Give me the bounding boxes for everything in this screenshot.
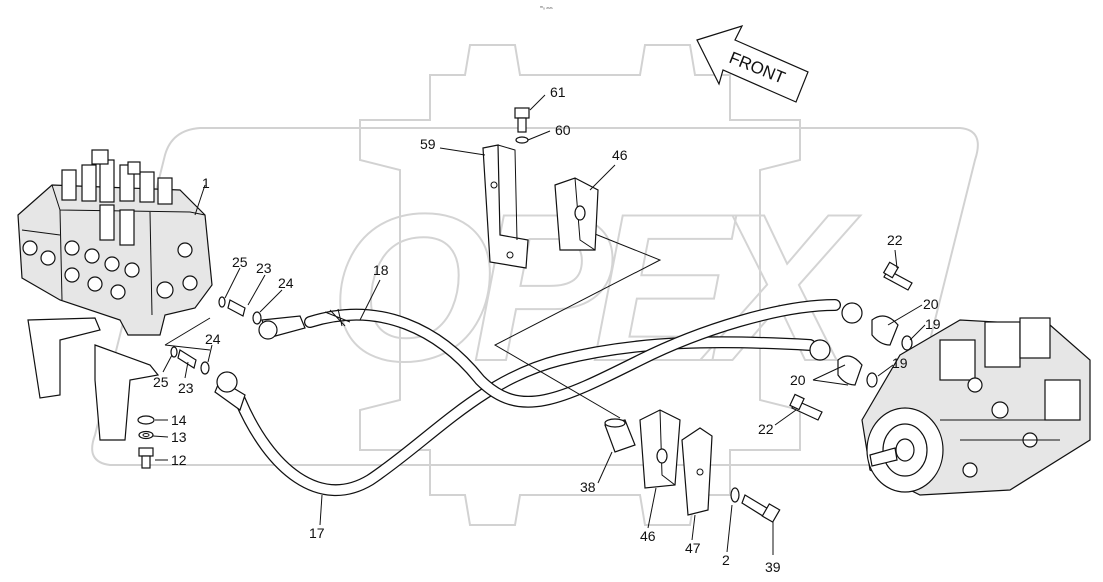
front-direction-arrow: FRONT: [696, 25, 809, 103]
callout-47: 47: [685, 540, 701, 556]
callout-25-lower: 25: [153, 374, 169, 390]
callout-22-lower: 22: [758, 421, 774, 437]
callout-12: 12: [171, 452, 187, 468]
plate-47: [681, 427, 713, 516]
callout-1: 1: [202, 175, 210, 191]
fittings-lower: [170, 346, 210, 375]
bolt-61: [514, 107, 530, 144]
callout-17: 17: [309, 525, 325, 541]
callout-59: 59: [420, 136, 436, 152]
valve-ports: [22, 240, 198, 300]
o-rings-19: [866, 335, 913, 388]
control-valve-block: [17, 149, 213, 336]
callout-22-upper: 22: [887, 232, 903, 248]
callout-14: 14: [171, 412, 187, 428]
callout-labels: 1 25 23 24 25 23 24 14 13 12 18 17 59 61…: [153, 84, 941, 575]
callout-23-upper: 23: [256, 260, 272, 276]
watermark-text: OPEX: [91, 127, 979, 466]
clamp-46-lower: [639, 409, 681, 489]
leader-lines: [152, 94, 926, 555]
bolt-39: [730, 487, 781, 523]
watermark-gear: [359, 44, 801, 526]
header-mark: ᵐ₀ ₘₘ: [540, 5, 553, 11]
callout-39: 39: [765, 559, 781, 575]
callout-24-lower: 24: [205, 331, 221, 347]
bolt-22-lower: [789, 393, 823, 421]
mounting-bracket: [27, 317, 160, 441]
callout-20-lower: 20: [790, 372, 806, 388]
hydraulic-pump: [861, 317, 1091, 496]
callout-18: 18: [373, 262, 389, 278]
callout-38: 38: [580, 479, 596, 495]
bolt-22-upper: [882, 261, 913, 291]
bolt-stack: [137, 415, 155, 469]
callout-19-upper: 19: [925, 316, 941, 332]
assembly-guide-lines: [164, 229, 662, 419]
clamp-46-upper: [554, 177, 599, 251]
valve-spools: [61, 149, 173, 246]
callout-13: 13: [171, 429, 187, 445]
callout-61: 61: [550, 84, 566, 100]
hose-18: [304, 299, 841, 408]
callout-2: 2: [722, 552, 730, 568]
callout-25-upper: 25: [232, 254, 248, 270]
bracket-59: [482, 144, 529, 269]
callout-23-lower: 23: [178, 380, 194, 396]
fittings-upper: [218, 296, 262, 325]
callout-46-lower: 46: [640, 528, 656, 544]
callout-46-upper: 46: [612, 147, 628, 163]
callout-20-upper: 20: [923, 296, 939, 312]
hose-ends: [214, 302, 863, 411]
callout-60: 60: [555, 122, 571, 138]
callout-24-upper: 24: [278, 275, 294, 291]
spacer-38: [604, 418, 636, 453]
callout-19-lower: 19: [892, 355, 908, 371]
